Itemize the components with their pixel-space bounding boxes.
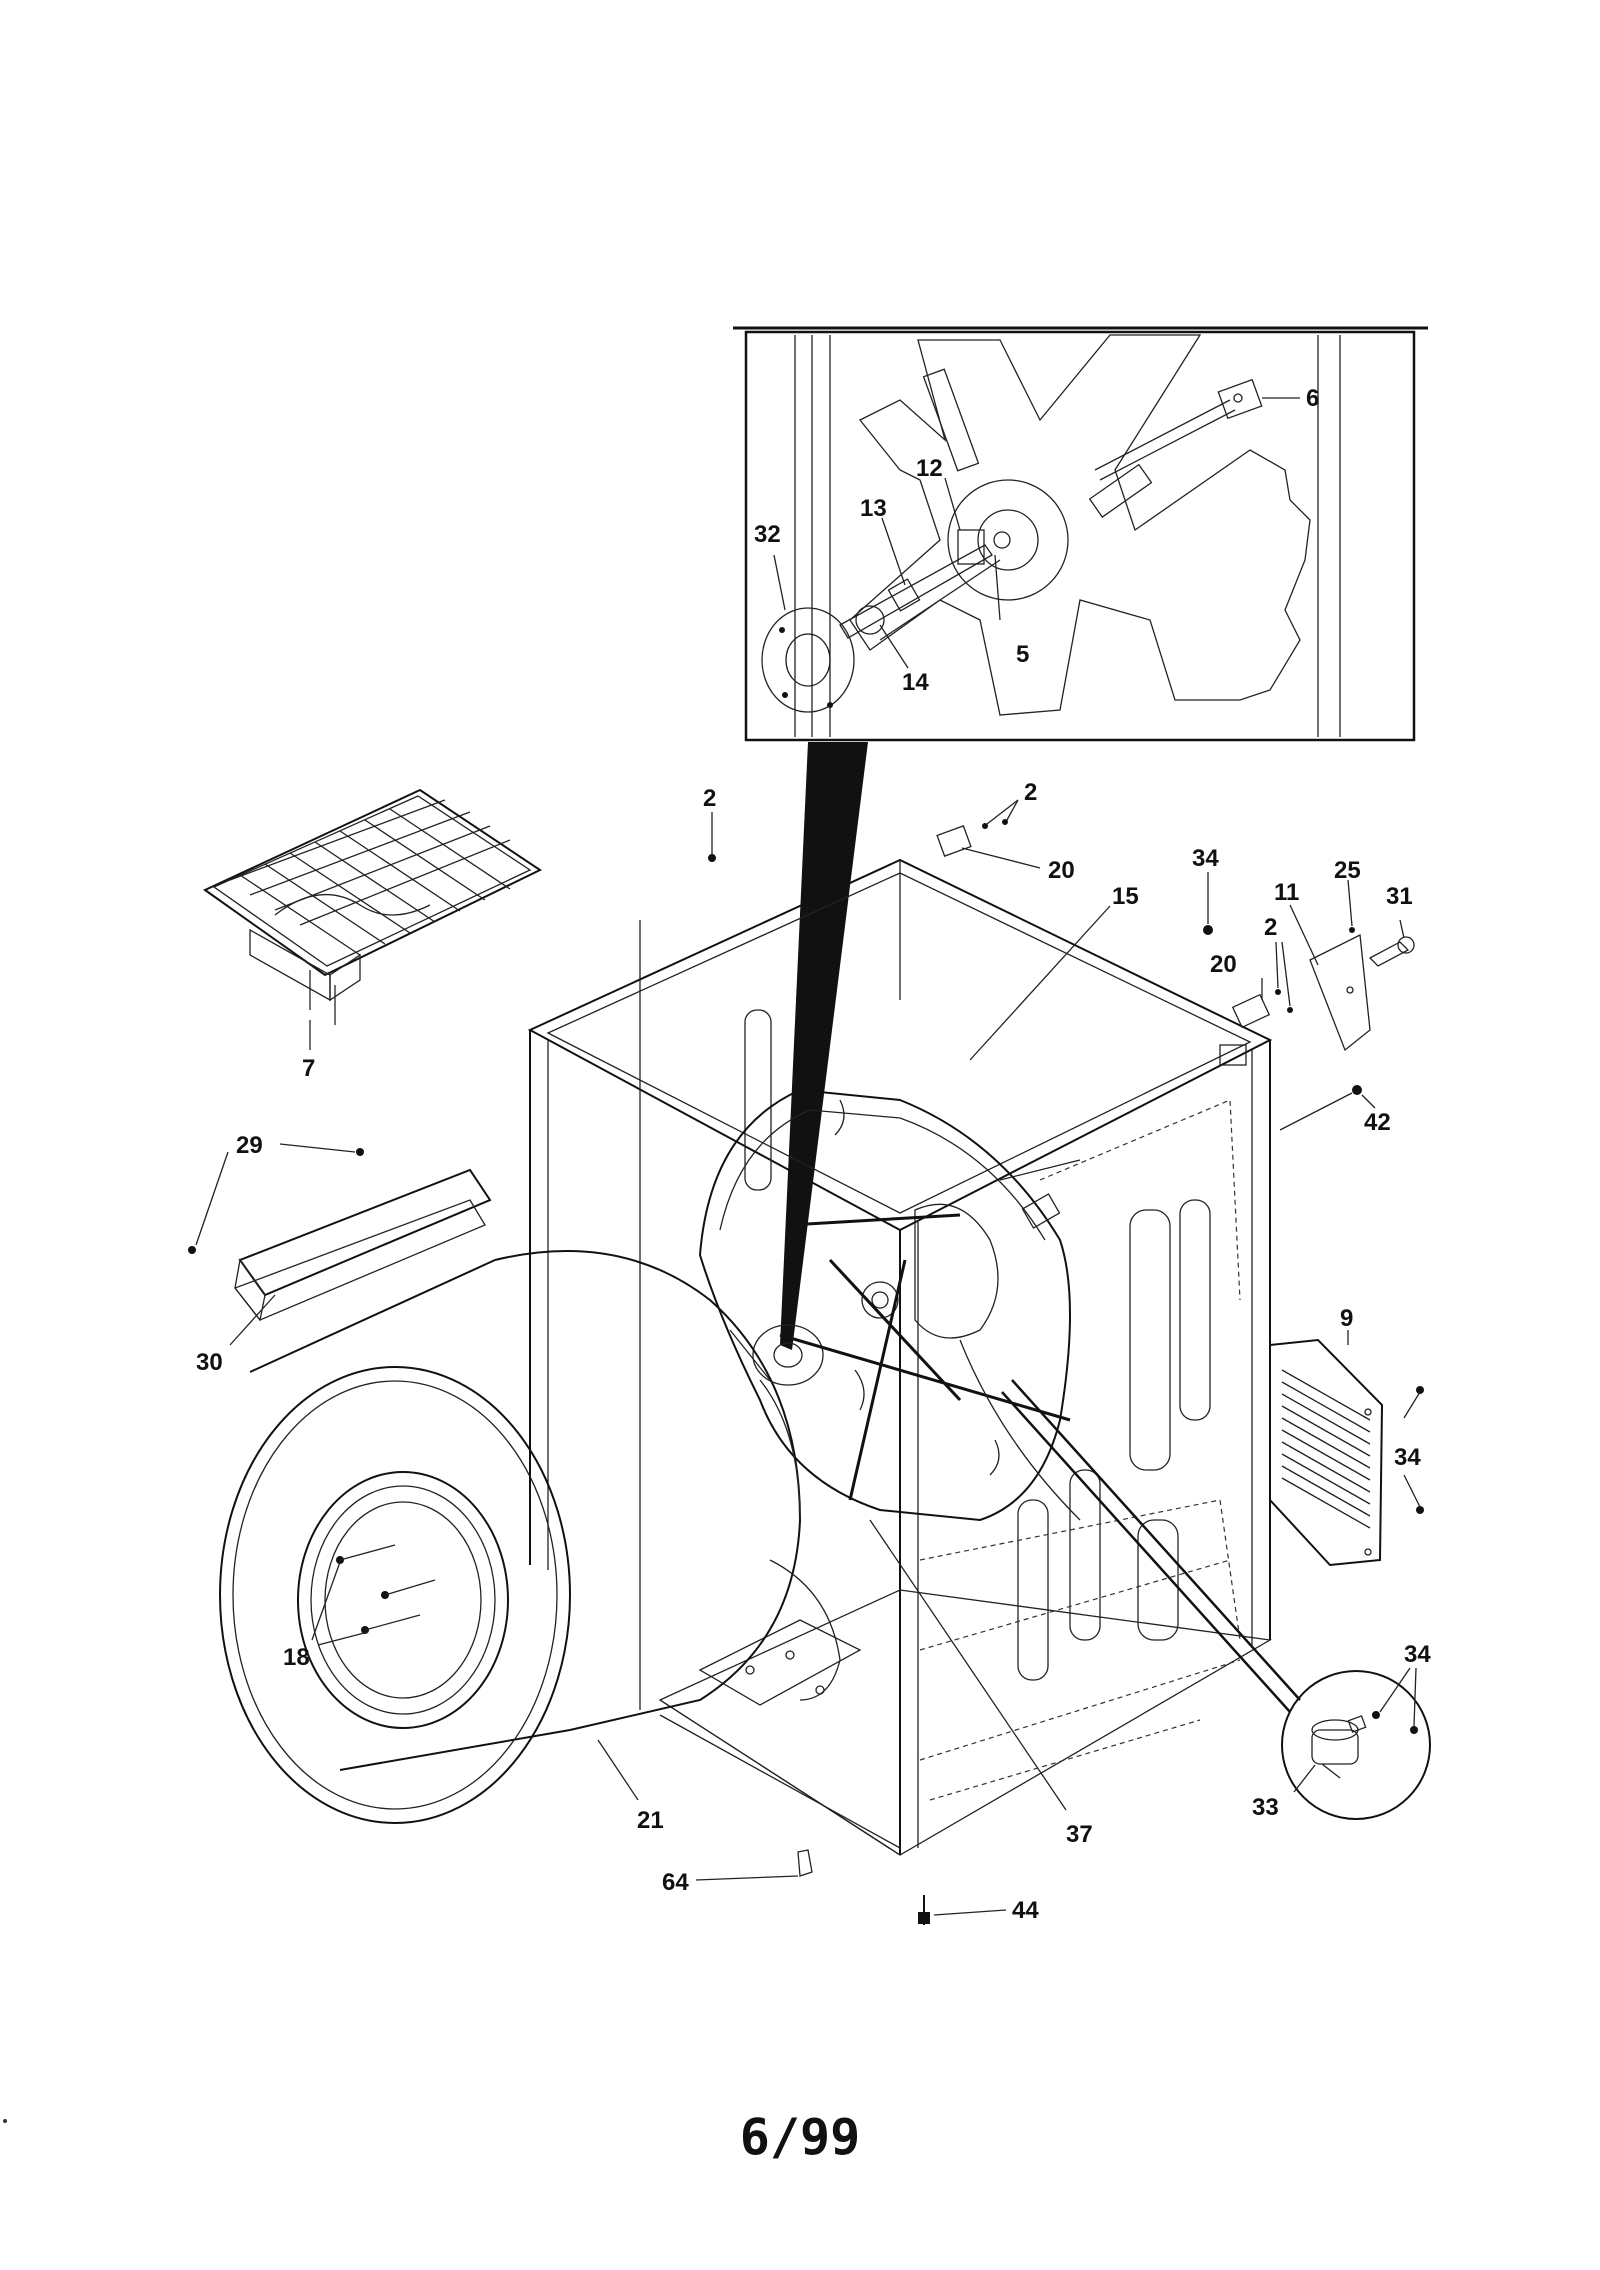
bracket-part-6 (1217, 378, 1263, 420)
callout-44: 44 (1012, 1897, 1039, 1924)
detail-inset: 6 12 13 32 14 5 (733, 326, 1428, 742)
callout-33: 33 (1252, 1794, 1279, 1821)
callout-6: 6 (1306, 385, 1319, 412)
bearing-flange-part-32 (761, 607, 855, 713)
callout-20-top: 20 (1048, 857, 1075, 884)
terminal-block-part-11 (1309, 933, 1371, 1052)
callout-13: 13 (860, 495, 887, 522)
drum-part-21 (219, 1250, 841, 1824)
scan-speck (3, 2119, 7, 2123)
callout-32: 32 (754, 521, 781, 548)
callout-18: 18 (283, 1644, 310, 1671)
callout-5: 5 (1016, 641, 1029, 668)
callout-30: 30 (196, 1349, 223, 1376)
page-number: 6/99 (739, 2108, 861, 2166)
bracket-part-20-top (936, 825, 972, 857)
callout-2-pair: 2 (1024, 779, 1037, 806)
bracket-part-20-right (1231, 993, 1271, 1029)
detail-magnification-wedge (780, 742, 868, 1350)
leveling-leg-part-44 (918, 1895, 930, 1925)
fuse-part-31 (1368, 941, 1410, 967)
callout-34-side: 34 (1394, 1444, 1421, 1471)
callout-11: 11 (1274, 879, 1299, 906)
callout-37: 37 (1066, 1821, 1093, 1848)
rear-support-spider (849, 334, 1311, 716)
callout-34-top: 34 (1192, 845, 1219, 872)
drying-rack-part-7 (203, 788, 543, 1025)
exhaust-grille-part-9 (1269, 1338, 1384, 1567)
callout-9: 9 (1340, 1305, 1353, 1332)
callout-31: 31 (1386, 883, 1413, 910)
rear-bulkhead (698, 1044, 1247, 1522)
cabinet-frame (527, 858, 1273, 1856)
callout-42: 42 (1364, 1109, 1391, 1136)
shaft-assembly (839, 544, 993, 639)
callout-25: 25 (1334, 857, 1361, 884)
clip-part-64 (797, 1849, 813, 1877)
callout-15: 15 (1112, 883, 1139, 910)
callout-20-right: 20 (1210, 951, 1237, 978)
callout-2-right: 2 (1264, 914, 1277, 941)
callout-21: 21 (637, 1807, 664, 1834)
callout-34-low: 34 (1404, 1641, 1431, 1668)
vent-trim-part-30 (233, 1168, 492, 1322)
callout-12: 12 (916, 455, 943, 482)
callout-7: 7 (302, 1055, 315, 1082)
callout-64: 64 (662, 1869, 689, 1896)
thermostat-detail-circle (1001, 1379, 1431, 1820)
drive-belt-part-37 (779, 1213, 1071, 1501)
callout-14: 14 (902, 669, 929, 696)
callout-29: 29 (236, 1132, 263, 1159)
callout-2-top: 2 (703, 785, 716, 812)
